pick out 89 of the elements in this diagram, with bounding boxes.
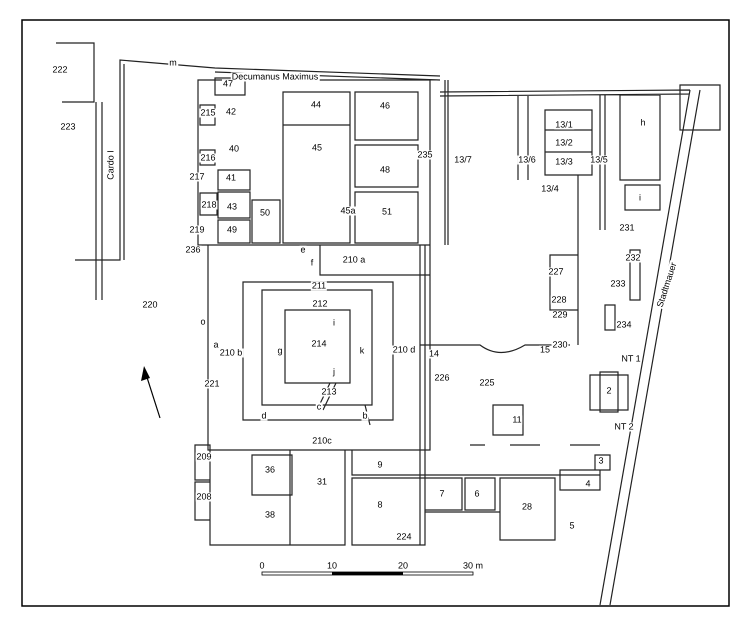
room-number: 221	[203, 380, 221, 388]
room-number: 7	[438, 490, 446, 498]
point-letter: o	[200, 318, 206, 326]
room-number: 219	[188, 226, 206, 234]
room-number: 40	[228, 144, 240, 154]
room-number: 13/6	[517, 156, 537, 164]
room-number: 43	[226, 202, 238, 212]
room-number: 232	[624, 254, 642, 262]
room-number: 13/5	[589, 156, 609, 164]
area-number: 225	[478, 378, 496, 388]
room-number: 216	[199, 154, 217, 162]
building-label: NT 1	[620, 354, 642, 364]
room-number: 215	[199, 108, 217, 118]
room-number: 218	[200, 200, 218, 210]
room-number: 45a	[339, 206, 357, 216]
point-letter: j	[332, 368, 336, 376]
room-number: 4	[584, 480, 592, 488]
room-number: 28	[521, 502, 533, 512]
room-number: 233	[609, 280, 627, 288]
room-number: 47	[222, 80, 234, 88]
room-number: 38	[264, 510, 276, 520]
room-number: 51	[381, 208, 393, 216]
room-number: 209	[195, 452, 213, 462]
room-number: 210 b	[218, 348, 244, 358]
scale-label: 30 m	[462, 562, 484, 570]
area-number: 223	[59, 122, 77, 132]
building-label: NT 2	[613, 422, 635, 432]
room-number: 231	[618, 224, 636, 232]
point-letter: i	[638, 194, 642, 202]
point-letter: b	[362, 412, 368, 420]
room-number: 11	[511, 416, 523, 424]
room-number: 210c	[311, 436, 333, 446]
room-number: 48	[379, 166, 391, 174]
room-number: 6	[474, 490, 480, 498]
scale-label: 10	[326, 562, 338, 570]
room-number: 44	[310, 100, 322, 110]
room-number: 217	[188, 172, 206, 182]
room-number: 211	[310, 282, 328, 290]
point-letter: h	[640, 118, 646, 128]
room-number: 210 d	[392, 346, 416, 354]
point-letter: a	[212, 340, 220, 350]
room-number: 2	[606, 386, 612, 396]
room-number: 9	[376, 460, 384, 470]
room-number: 46	[379, 102, 391, 110]
room-number: 13/7	[453, 156, 473, 164]
room-number: 42	[225, 108, 237, 116]
room-number: 50	[259, 208, 271, 218]
point-letter: d	[260, 412, 268, 420]
room-number: 230	[551, 340, 569, 350]
point-letter: c	[316, 402, 322, 412]
room-number: 235	[416, 150, 434, 160]
room-number: 236	[184, 246, 202, 254]
street-label: Decumanus Maximus	[230, 72, 320, 82]
room-number: 208	[195, 492, 213, 502]
room-number: 3	[598, 456, 604, 466]
scale-label: 20	[397, 562, 409, 570]
room-number: 13/3	[554, 158, 574, 166]
room-number: 13/2	[554, 138, 574, 148]
room-number: 234	[615, 320, 633, 330]
room-number: 212	[311, 300, 329, 308]
room-number: 229	[551, 310, 569, 320]
street-label: Cardo I	[106, 149, 116, 181]
room-number: 213	[320, 388, 338, 396]
room-number: 31	[316, 478, 328, 486]
point-letter: i	[332, 318, 336, 328]
room-number: 5	[568, 522, 576, 530]
area-number: 222	[51, 66, 69, 74]
room-number: 210 a	[342, 256, 366, 264]
point-letter: e	[300, 246, 306, 254]
point-letter: g	[276, 346, 284, 356]
point-letter: f	[310, 258, 314, 268]
scale-label: 0	[258, 562, 266, 570]
room-number: 41	[225, 174, 237, 182]
room-number: 13/4	[540, 184, 560, 194]
room-number: 214	[310, 340, 328, 348]
room-number: 228	[550, 296, 568, 304]
area-number: 220	[141, 300, 159, 310]
room-number: 8	[376, 500, 384, 510]
room-number: 227	[547, 268, 565, 276]
point-letter: m	[168, 58, 178, 68]
room-number: 36	[264, 466, 276, 474]
room-number: 14	[428, 350, 440, 358]
room-number: 224	[395, 532, 413, 542]
room-number: 226	[433, 374, 451, 382]
room-number: 49	[226, 226, 238, 234]
room-number: 13/1	[554, 120, 574, 130]
point-letter: k	[358, 346, 366, 356]
room-number: 45	[311, 144, 323, 152]
room-number: 15	[539, 346, 551, 354]
